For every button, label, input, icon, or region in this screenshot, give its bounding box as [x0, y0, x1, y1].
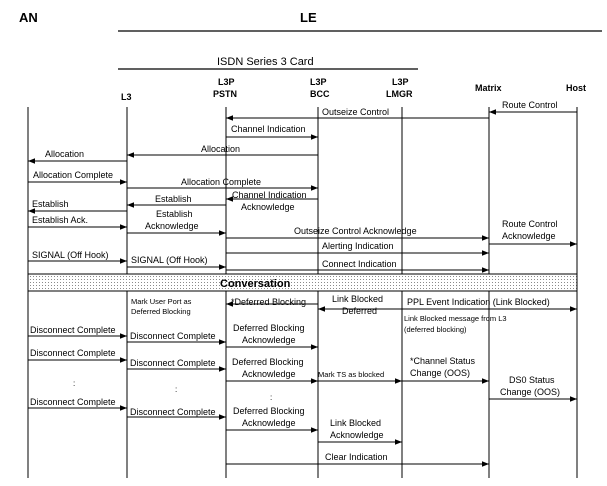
col-l3: L3 [121, 92, 132, 102]
label-link-blocked-ack-1: Link Blocked [330, 418, 381, 428]
label-ppl-event: PPL Event Indication (Link Blocked) [407, 297, 550, 307]
label-establish-ack-le-1: Establish [156, 209, 193, 219]
message-arrows [28, 109, 577, 467]
label-establish-ack-an: Establish Ack. [32, 215, 88, 225]
col-bcc-l2: BCC [310, 89, 330, 99]
label-alerting-indication: Alerting Indication [322, 241, 394, 251]
col-pstn-l1: L3P [218, 77, 235, 87]
label-link-blocked-deferred-1: Link Blocked [332, 294, 383, 304]
label-channel-status-2: Change (OOS) [410, 368, 470, 378]
label-deferred-blocking-ack-3a: Deferred Blocking [233, 406, 305, 416]
label-disconnect-complete-an-3: Disconnect Complete [30, 397, 116, 407]
label-establish-an: Establish [32, 199, 69, 209]
col-lmgr-l2: LMGR [386, 89, 413, 99]
label-outseize-control-ack: Outseize Control Acknowledge [294, 226, 417, 236]
label-signal-le: SIGNAL (Off Hook) [131, 255, 208, 265]
label-mark-user-port-2: Deferred Blocking [131, 307, 191, 316]
label-link-blocked-ack-2: Acknowledge [330, 430, 384, 440]
card-header: ISDN Series 3 Card [217, 56, 314, 68]
message-labels: Route Control Outseize Control Channel I… [30, 100, 560, 462]
col-matrix: Matrix [475, 83, 502, 93]
label-establish-le: Establish [155, 194, 192, 204]
label-deferred-blocking: *Deferred Blocking [231, 297, 306, 307]
label-deferred-blocking-ack-2a: Deferred Blocking [232, 357, 304, 367]
ellipsis-an: : [73, 379, 75, 388]
ellipsis-pstn: : [270, 393, 272, 402]
label-deferred-blocking-ack-2b: Acknowledge [242, 369, 296, 379]
conversation-band [27, 273, 578, 292]
label-channel-status-1: *Channel Status [410, 356, 476, 366]
label-signal-an: SIGNAL (Off Hook) [32, 250, 109, 260]
label-ds0-status-2: Change (OOS) [500, 387, 560, 397]
conversation-label: Conversation [220, 278, 291, 290]
label-allocation-complete-an: Allocation Complete [33, 170, 113, 180]
label-route-control-ack-1: Route Control [502, 219, 558, 229]
label-mark-user-port-1: Mark User Port as [131, 297, 192, 306]
label-allocation-an: Allocation [45, 149, 84, 159]
label-channel-indication-ack-1: Channel Indication [232, 190, 307, 200]
label-mark-ts-blocked: Mark TS as blocked [318, 370, 384, 379]
label-disconnect-complete-le-3: Disconnect Complete [130, 407, 216, 417]
col-bcc-l1: L3P [310, 77, 327, 87]
label-deferred-blocking-ack-1b: Acknowledge [242, 335, 296, 345]
label-route-control-ack-2: Acknowledge [502, 231, 556, 241]
label-connect-indication: Connect Indication [322, 259, 397, 269]
label-link-blocked-deferred-2: Deferred [342, 306, 377, 316]
label-disconnect-complete-le-2: Disconnect Complete [130, 358, 216, 368]
label-disconnect-complete-an-2: Disconnect Complete [30, 348, 116, 358]
label-establish-ack-le-2: Acknowledge [145, 221, 199, 231]
ellipsis-le: : [175, 385, 177, 394]
label-channel-indication: Channel Indication [231, 124, 306, 134]
label-clear-indication: Clear Indication [325, 452, 388, 462]
label-route-control: Route Control [502, 100, 558, 110]
col-pstn-l2: PSTN [213, 89, 237, 99]
label-link-blocked-msg-2: (deferred blocking) [404, 325, 467, 334]
label-allocation-complete-le: Allocation Complete [181, 177, 261, 187]
le-header: LE [300, 10, 317, 25]
label-disconnect-complete-an-1: Disconnect Complete [30, 325, 116, 335]
col-lmgr-l1: L3P [392, 77, 409, 87]
label-deferred-blocking-ack-3b: Acknowledge [242, 418, 296, 428]
lifelines [27, 107, 578, 478]
label-channel-indication-ack-2: Acknowledge [241, 202, 295, 212]
label-link-blocked-msg-1: Link Blocked message from L3 [404, 314, 507, 323]
label-disconnect-complete-le-1: Disconnect Complete [130, 331, 216, 341]
label-allocation-le: Allocation [201, 144, 240, 154]
label-ds0-status-1: DS0 Status [509, 375, 555, 385]
col-host: Host [566, 83, 586, 93]
label-deferred-blocking-ack-1a: Deferred Blocking [233, 323, 305, 333]
an-header: AN [19, 10, 38, 25]
label-outseize-control: Outseize Control [322, 107, 389, 117]
